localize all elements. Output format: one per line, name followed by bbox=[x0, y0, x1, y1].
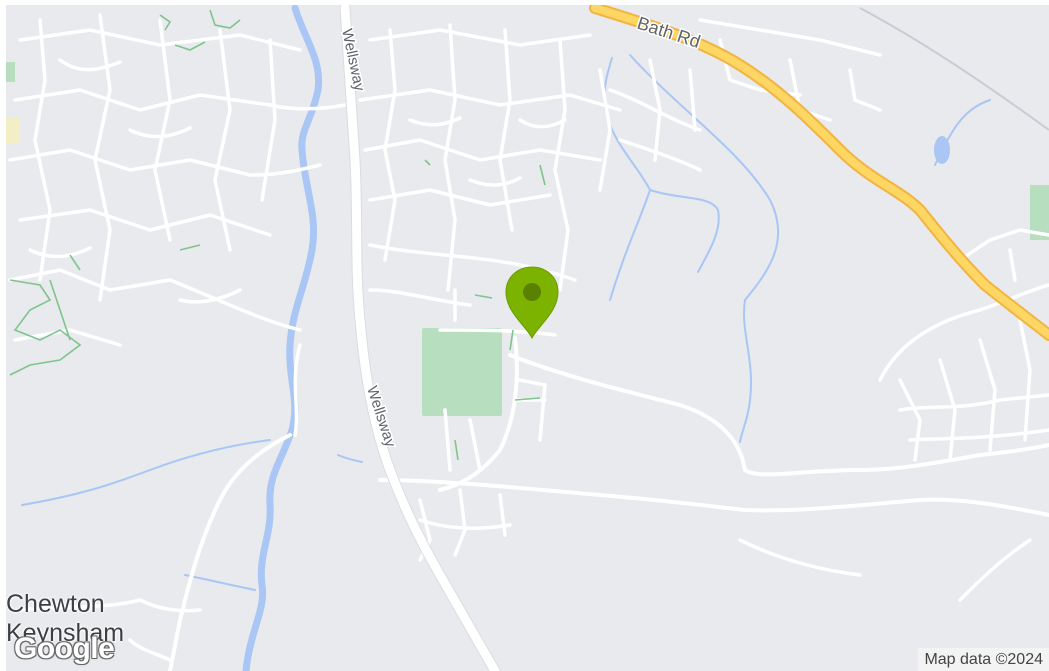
river-main bbox=[242, 4, 323, 671]
park-green bbox=[422, 328, 502, 416]
place-label-chewton: Chewton bbox=[6, 590, 105, 618]
stream-west bbox=[21, 439, 271, 506]
place-label-keynsham: Keynsham bbox=[6, 619, 125, 647]
streets bbox=[8, 13, 1049, 671]
stream-mid bbox=[337, 454, 363, 463]
stream-east-3 bbox=[629, 54, 780, 443]
park-areas bbox=[5, 62, 1049, 416]
stream-east-2 bbox=[649, 189, 720, 273]
google-logo[interactable]: Google bbox=[14, 632, 115, 665]
waterways bbox=[21, 4, 991, 671]
railway-line bbox=[859, 7, 1049, 131]
pond bbox=[934, 136, 950, 164]
park-west bbox=[5, 62, 15, 82]
road-wellsway bbox=[339, 2, 501, 671]
map-attribution[interactable]: Map data ©2024 bbox=[918, 648, 1049, 671]
land-patch-yellow bbox=[5, 118, 19, 144]
park-east bbox=[1030, 185, 1049, 240]
frame-left bbox=[0, 0, 6, 671]
frame-top bbox=[0, 0, 1049, 5]
road-bath-rd bbox=[589, 2, 1049, 341]
location-pin-icon[interactable] bbox=[505, 266, 559, 340]
footpaths bbox=[9, 9, 546, 461]
pin-center-dot bbox=[523, 283, 541, 301]
